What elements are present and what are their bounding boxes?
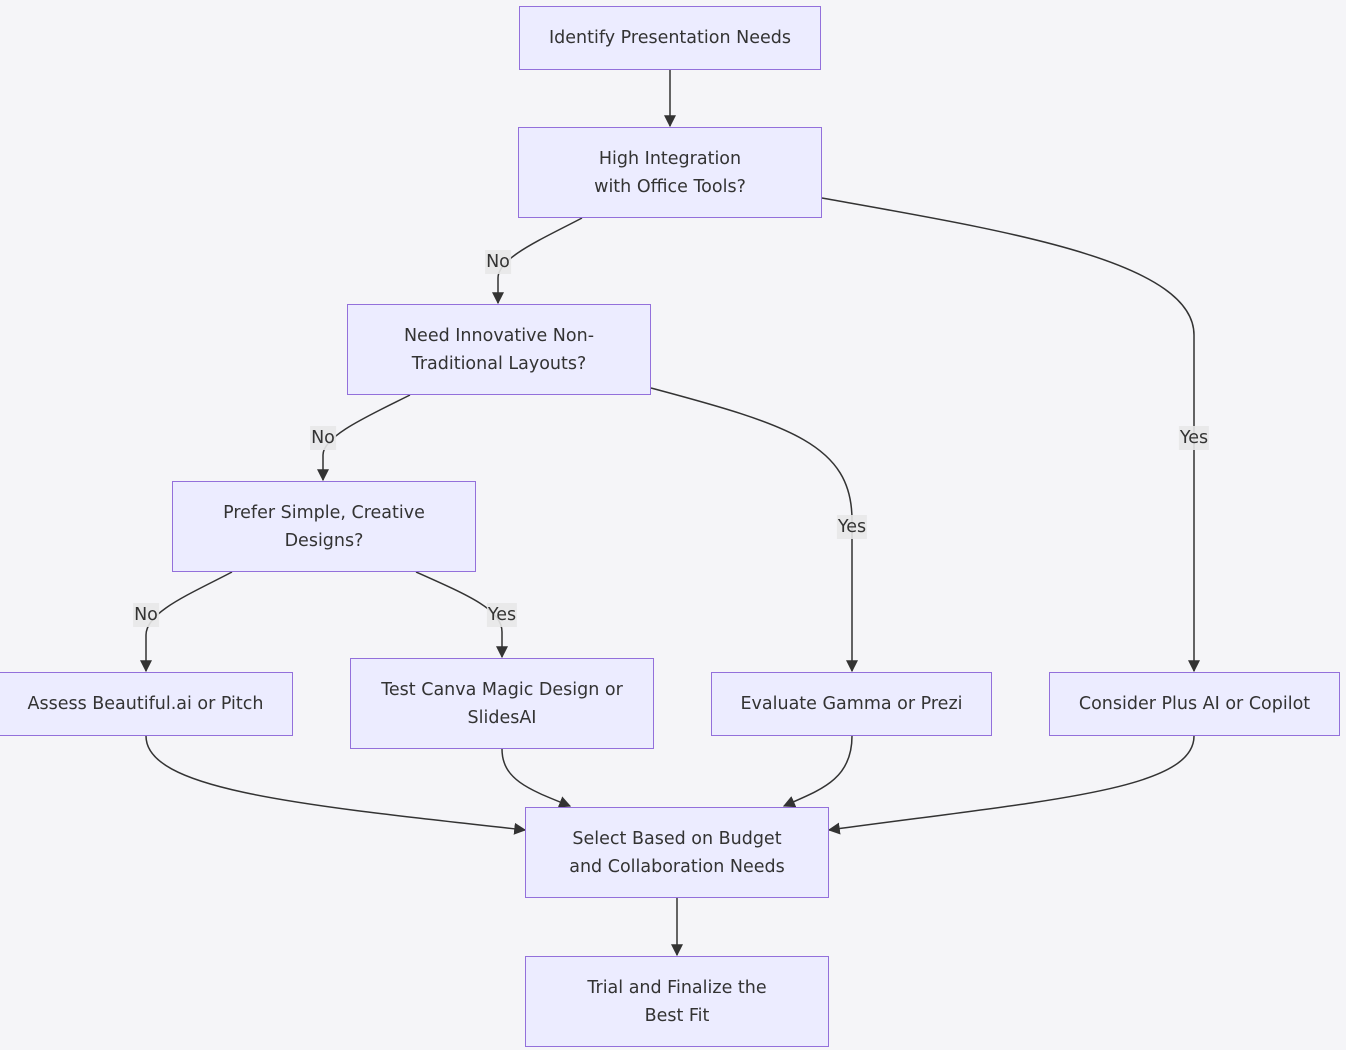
- edge-evaluate-to-select: [782, 735, 853, 808]
- node-evaluate-gamma-prezi: Evaluate Gamma or Prezi: [711, 672, 992, 736]
- node-test-canva-slidesai: Test Canva Magic Design or SlidesAI: [350, 658, 654, 749]
- edge-test-to-select: [501, 748, 572, 808]
- edge-simple-yes: [415, 571, 508, 659]
- edge-label-integration-yes: Yes: [1178, 426, 1210, 450]
- edge-integration-yes: [821, 197, 1200, 673]
- edge-label-simple-no: No: [133, 603, 159, 627]
- edge-label-integration-no: No: [485, 250, 511, 274]
- edge-innovative-yes: [650, 387, 858, 673]
- node-consider-plus-ai-copilot: Consider Plus AI or Copilot: [1049, 672, 1340, 736]
- edge-label-simple-yes: Yes: [486, 603, 518, 627]
- edge-innovative-no: [317, 394, 411, 482]
- node-trial-finalize: Trial and Finalize the Best Fit: [525, 956, 829, 1047]
- edge-consider-to-select: [827, 735, 1195, 835]
- edge-integration-no: [492, 217, 583, 305]
- node-select-budget-collaboration: Select Based on Budget and Collaboration…: [525, 807, 829, 898]
- node-high-integration-question: High Integration with Office Tools?: [518, 127, 822, 218]
- edge-simple-no: [140, 571, 233, 673]
- node-simple-creative-question: Prefer Simple, Creative Designs?: [172, 481, 476, 572]
- edge-assess-to-select: [145, 735, 527, 835]
- edge-label-innovative-no: No: [310, 426, 336, 450]
- node-assess-beautiful-ai-pitch: Assess Beautiful.ai or Pitch: [0, 672, 293, 736]
- node-identify-presentation-needs: Identify Presentation Needs: [519, 6, 821, 70]
- edge-label-innovative-yes: Yes: [836, 515, 868, 539]
- node-innovative-layouts-question: Need Innovative Non-Traditional Layouts?: [347, 304, 651, 395]
